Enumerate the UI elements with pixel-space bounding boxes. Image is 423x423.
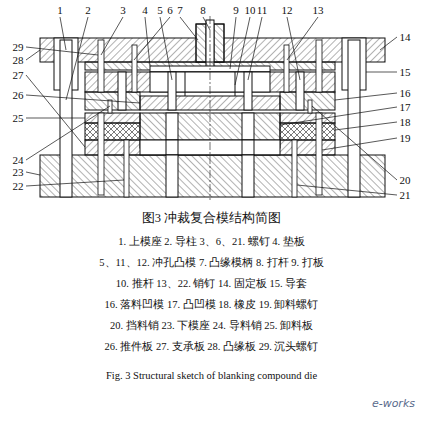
callout-number: 26	[12, 89, 25, 101]
figure-caption: 图3 冲裁复合模结构简图	[0, 212, 423, 226]
part-list-line: 1. 上模座 2. 导柱 3、6、21. 螺钉 4. 垫板	[0, 236, 423, 248]
callout-number: 10	[244, 4, 257, 16]
callout-number: 25	[12, 112, 25, 124]
callout-number: 16	[399, 87, 412, 99]
callout-number: 7	[176, 4, 184, 16]
callout-number: 19	[399, 132, 412, 144]
callout-number: 2	[84, 4, 92, 16]
callout-number: 5	[156, 4, 164, 16]
callout-number: 22	[12, 180, 25, 192]
callout-number: 21	[399, 189, 412, 201]
callout-number: 14	[399, 31, 412, 43]
callout-number: 8	[199, 4, 207, 16]
english-caption: Fig. 3 Structural sketch of blanking com…	[0, 370, 423, 382]
callout-number: 27	[12, 69, 25, 81]
part-list-line: 26. 推件板 27. 支承板 28. 凸缘板 29. 沉头螺钉	[0, 341, 423, 353]
callout-number: 6	[166, 4, 174, 16]
callout-number: 13	[312, 4, 325, 16]
callout-number: 3	[119, 4, 127, 16]
callout-number: 20	[399, 174, 412, 186]
callout-number: 28	[12, 54, 25, 66]
callout-number: 1	[56, 4, 64, 16]
callout-number: 23	[12, 166, 25, 178]
part-list-line: 5、11、12. 冲孔凸模 7. 凸缘模柄 8. 打杆 9. 打板	[0, 257, 423, 269]
callout-number: 29	[12, 41, 25, 53]
callout-number: 18	[399, 116, 412, 128]
callout-number: 24	[12, 154, 25, 166]
callout-number: 9	[232, 4, 240, 16]
watermark: e-works	[372, 398, 415, 410]
callout-number: 17	[399, 101, 412, 113]
callout-number: 15	[399, 66, 412, 78]
part-list-line: 10. 推杆 13、22. 销钉 14. 固定板 15. 导套	[0, 278, 423, 290]
callout-number: 4	[141, 4, 149, 16]
part-list-line: 16. 落料凹模 17. 凸凹模 18. 橡皮 19. 卸料螺钉	[0, 299, 423, 311]
callout-number: 11	[256, 4, 269, 16]
callout-number: 12	[281, 4, 294, 16]
part-list-line: 20. 挡料销 23. 下模座 24. 导料销 25. 卸料板	[0, 320, 423, 332]
